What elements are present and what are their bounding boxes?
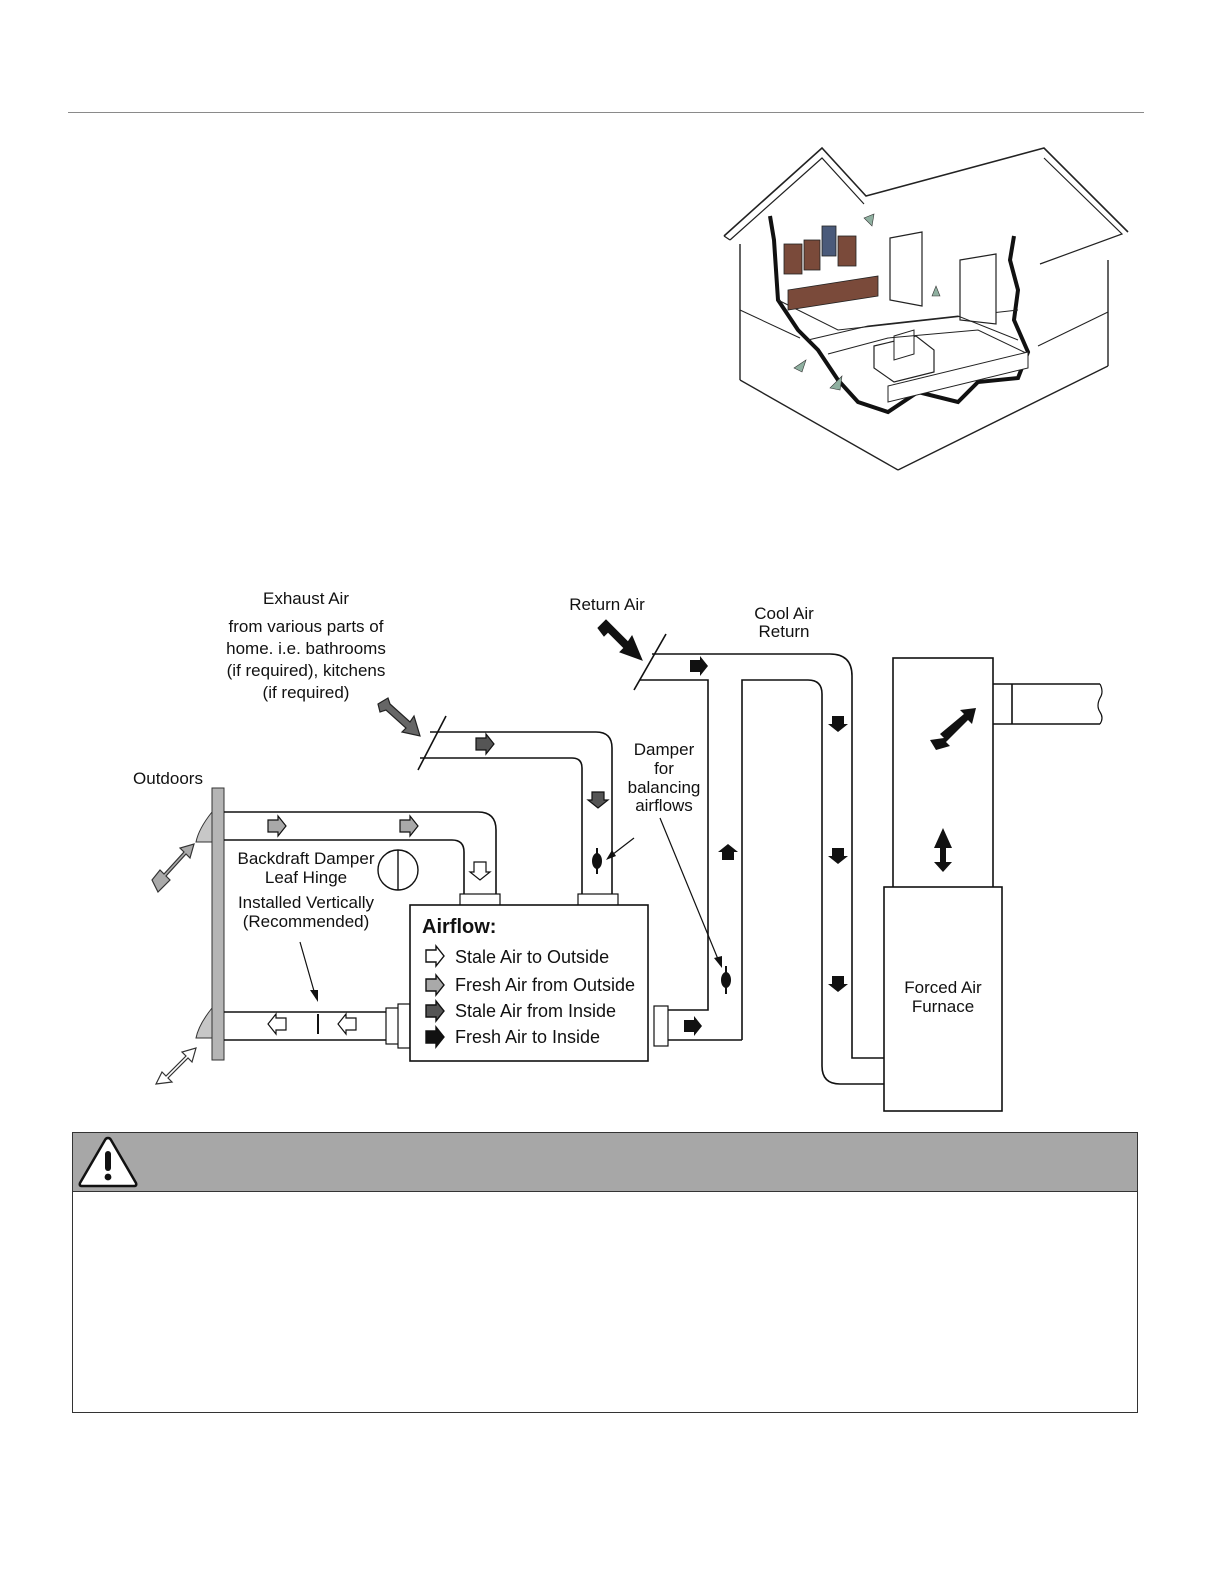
backdraft-damper-icon	[377, 849, 419, 891]
fresh-to-inside-arrow-icon	[690, 656, 708, 676]
warning-header-bar	[73, 1133, 1137, 1192]
return-air-label: Return Air	[569, 595, 645, 614]
stale-from-inside-arrow-icon	[586, 791, 610, 809]
fresh-to-inside-arrow-icon	[828, 716, 848, 732]
furnace-label: Furnace	[912, 997, 974, 1016]
outdoor-exhaust-arrow-icon	[154, 1047, 197, 1085]
hrv-unit-legend-box	[409, 904, 649, 1062]
legend-item-fresh-to-inside: Fresh Air to Inside	[425, 1025, 600, 1049]
stale-to-outside-arrow-icon	[425, 944, 445, 968]
fresh-from-outside-arrow-icon	[267, 814, 287, 838]
legend-item-fresh-from-outside: Fresh Air from Outside	[425, 973, 635, 997]
legend-label: Fresh Air to Inside	[455, 1027, 600, 1047]
warning-box	[72, 1132, 1138, 1413]
fresh-to-inside-arrow-icon	[828, 848, 848, 864]
balancing-damper-icon	[721, 966, 731, 994]
damper-label: Damper	[634, 740, 695, 759]
fresh-from-outside-arrow-icon	[425, 973, 445, 997]
fresh-to-inside-arrow-icon	[425, 1025, 445, 1049]
legend-label: Fresh Air from Outside	[455, 975, 635, 995]
hrv-duct-diagram: Airflow: Stale Air to Outside Fresh Air …	[133, 589, 1103, 1112]
return-air-arrow-icon	[597, 619, 643, 661]
legend-item-stale-to-outside: Stale Air to Outside	[425, 944, 609, 968]
exhaust-desc-line: from various parts of	[229, 617, 384, 636]
header-rule	[68, 112, 1144, 113]
furnace-label: Forced Air	[904, 978, 982, 997]
damper-label: balancing	[628, 778, 701, 797]
return-air-duct	[640, 653, 884, 1085]
stale-from-inside-arrow-icon	[475, 732, 495, 756]
legend-item-stale-from-inside: Stale Air from Inside	[425, 999, 616, 1023]
fresh-from-outside-arrow-icon	[468, 861, 492, 881]
cool-air-return-label: Cool Air	[754, 604, 814, 623]
fresh-to-inside-arrow-icon	[828, 976, 848, 992]
backdraft-label: Leaf Hinge	[265, 868, 347, 887]
cool-air-return-label: Return	[758, 622, 809, 641]
exterior-wall	[211, 787, 225, 1061]
fresh-to-inside-arrow-icon	[718, 844, 738, 860]
warning-triangle-icon	[78, 1136, 138, 1188]
exhaust-air-label: Exhaust Air	[263, 589, 349, 608]
legend-label: Stale Air to Outside	[455, 947, 609, 967]
legend-label: Stale Air from Inside	[455, 1001, 616, 1021]
stale-exhaust-duct	[224, 1011, 398, 1041]
stale-to-outside-arrow-icon	[267, 1012, 287, 1036]
backdraft-label: Installed Vertically	[238, 893, 375, 912]
supply-duct	[993, 683, 1100, 725]
intake-hood	[195, 810, 213, 843]
legend-title: Airflow:	[422, 916, 496, 938]
exhaust-desc-line: (if required)	[263, 683, 350, 702]
backdraft-label: (Recommended)	[243, 912, 370, 931]
house-cutaway-illustration	[723, 146, 1129, 471]
damper-label: for	[654, 759, 674, 778]
exhaust-hood	[195, 1006, 213, 1039]
fresh-intake-duct	[224, 811, 497, 900]
fresh-to-inside-arrow-icon	[684, 1016, 702, 1036]
fresh-from-outside-arrow-icon	[399, 814, 419, 838]
furnace-up-arrow-icon	[934, 828, 952, 872]
exhaust-air-arrow-icon	[377, 697, 421, 737]
outdoor-intake-arrow-icon	[151, 843, 195, 894]
supply-air-arrow-icon	[930, 708, 976, 750]
stale-from-inside-arrow-icon	[425, 999, 445, 1023]
exhaust-desc-line: (if required), kitchens	[227, 661, 386, 680]
balancing-damper-icon	[592, 848, 602, 874]
exhaust-air-duct	[420, 731, 613, 900]
damper-label: airflows	[635, 796, 693, 815]
backdraft-label: Backdraft Damper	[238, 849, 375, 868]
stale-to-outside-arrow-icon	[337, 1012, 357, 1036]
furnace-body	[883, 886, 1003, 1112]
outdoors-label: Outdoors	[133, 769, 203, 788]
exhaust-desc-line: home. i.e. bathrooms	[226, 639, 386, 658]
